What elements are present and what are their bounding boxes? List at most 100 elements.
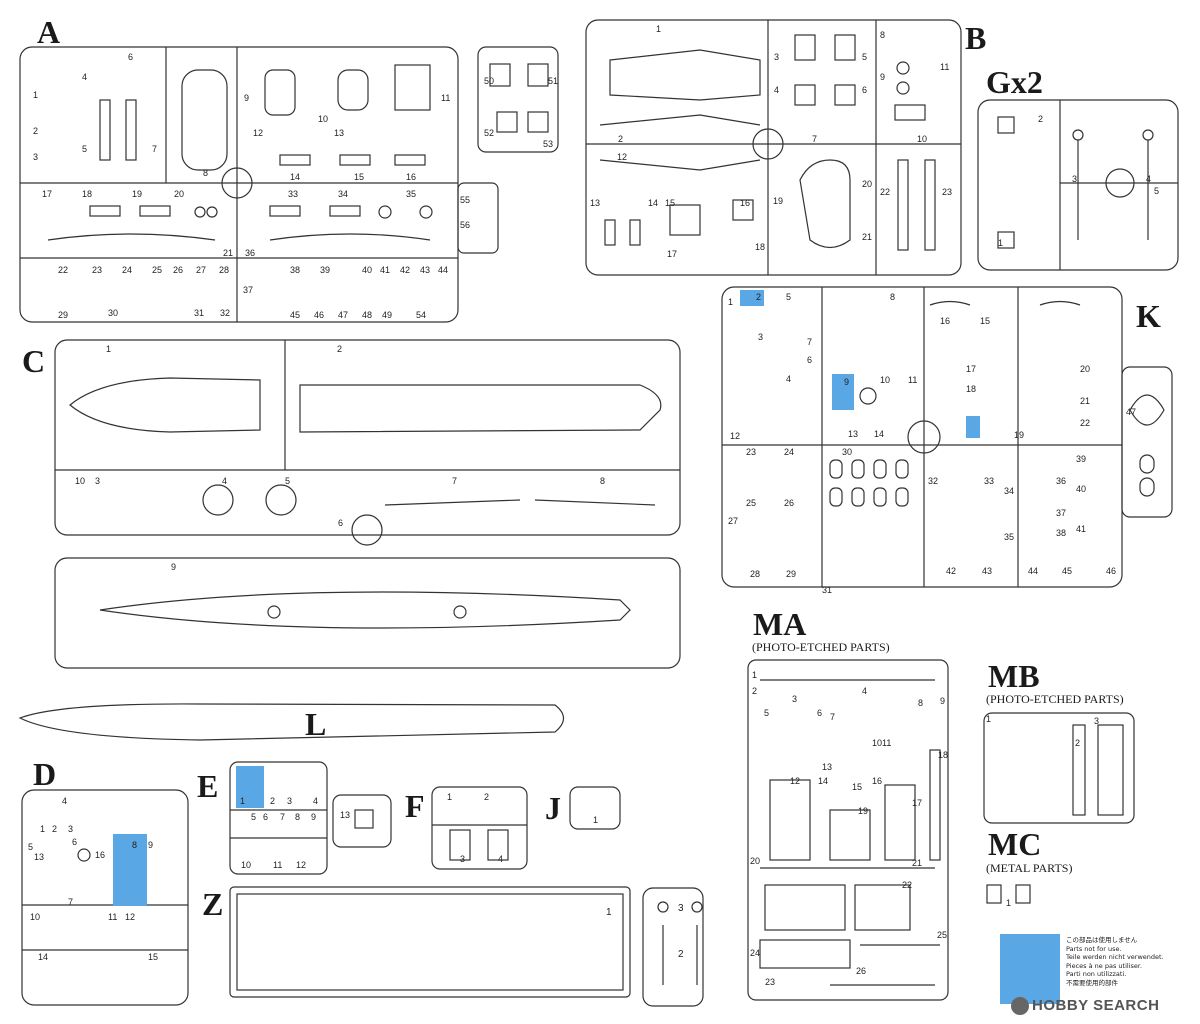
part-num-a-9: 9	[244, 93, 249, 103]
part-num-a-4: 4	[82, 72, 87, 82]
part-num-k-13: 13	[848, 429, 858, 439]
part-num-ma-20: 20	[750, 856, 760, 866]
part-num-b-2: 2	[618, 134, 623, 144]
unused-highlight-k2b	[966, 416, 980, 438]
part-num-a-35: 35	[406, 189, 416, 199]
part-num-f-2: 2	[484, 792, 489, 802]
part-num-a-42: 42	[400, 265, 410, 275]
part-num-k-29: 29	[786, 569, 796, 579]
part-num-a-45: 45	[290, 310, 300, 320]
part-num-b-5: 5	[862, 52, 867, 62]
part-num-a-3: 3	[33, 152, 38, 162]
part-num-k-12: 12	[730, 431, 740, 441]
part-num-c-4: 4	[222, 476, 227, 486]
part-num-a-13: 13	[334, 128, 344, 138]
part-num-a-38: 38	[290, 265, 300, 275]
sprue-a-frame	[19, 46, 459, 323]
part-num-g-2: 2	[1038, 114, 1043, 124]
part-num-d-16: 16	[95, 850, 105, 860]
part-num-a-37: 37	[243, 285, 253, 295]
part-num-a-6: 6	[128, 52, 133, 62]
part-num-a-33: 33	[288, 189, 298, 199]
sprue-d-frame	[21, 789, 189, 1006]
legend-line-en: Parts not for use.	[1066, 944, 1122, 953]
fret-label-mb: MB	[988, 658, 1040, 694]
part-num-k-10: 10	[880, 375, 890, 385]
part-num-b-11: 11	[940, 62, 949, 72]
legend-line-ja: この部品は使用しません	[1066, 936, 1138, 944]
part-num-ma-24: 24	[750, 948, 760, 958]
part-num-k-2: 2	[756, 292, 761, 302]
part-num-ma-17: 17	[912, 798, 922, 808]
fret-label-ma: MA	[753, 606, 807, 642]
part-num-e-11: 11	[273, 860, 282, 870]
part-num-ma-5: 5	[764, 708, 769, 718]
part-num-k-38: 38	[1056, 528, 1066, 538]
part-num-b-14: 14	[648, 198, 658, 208]
part-num-a-5: 5	[82, 144, 87, 154]
part-num-k-3: 3	[758, 332, 763, 342]
part-num-a-47: 47	[338, 310, 348, 320]
part-num-ma-16: 16	[872, 776, 882, 786]
metal-part-1a	[986, 884, 1002, 904]
sprue-c-frame	[54, 339, 681, 536]
part-num-c-3: 3	[95, 476, 100, 486]
part-num-e-1: 1	[240, 796, 245, 806]
part-num-ma-13: 13	[822, 762, 832, 772]
part-num-k-37: 37	[1056, 508, 1066, 518]
part-num-a-19: 19	[132, 189, 142, 199]
legend-line-fr: Pieces à ne pas utiliser.	[1066, 961, 1143, 970]
part-num-b-12: 12	[617, 152, 627, 162]
part-num-e-2: 2	[270, 796, 275, 806]
part-num-b-13: 13	[590, 198, 600, 208]
part-num-k-31: 31	[822, 585, 832, 595]
fret-sublabel-ma: (PHOTO-ETCHED PARTS)	[752, 640, 890, 654]
part-num-k-46: 46	[1106, 566, 1116, 576]
part-num-a-50: 50	[484, 76, 494, 86]
part-num-k-30: 30	[842, 447, 852, 457]
part-num-f-1: 1	[447, 792, 452, 802]
part-num-a-43: 43	[420, 265, 430, 275]
part-num-a-22: 22	[58, 265, 68, 275]
part-num-e-7: 7	[280, 812, 285, 822]
sprue-label-l: L	[305, 706, 327, 742]
legend-line-de: Teile werden nicht verwendet.	[1066, 953, 1164, 962]
part-num-a-17: 17	[42, 189, 52, 199]
part-num-b-8: 8	[880, 30, 885, 40]
part-num-k-11: 11	[908, 375, 917, 385]
part-num-ma-23: 23	[765, 977, 775, 987]
part-num-e-4: 4	[313, 796, 318, 806]
part-num-a-25: 25	[152, 265, 162, 275]
part-num-a-1: 1	[33, 90, 38, 100]
part-num-b-6: 6	[862, 85, 867, 95]
part-num-d-15: 15	[148, 952, 158, 962]
part-num-a-52: 52	[484, 128, 494, 138]
part-num-d-4: 4	[62, 796, 67, 806]
part-num-k-45: 45	[1062, 566, 1072, 576]
part-num-a-53: 53	[543, 139, 553, 149]
part-num-ma-25: 25	[937, 930, 947, 940]
part-num-b-17: 17	[667, 249, 677, 259]
sprue-b-frame	[585, 19, 962, 276]
sprue-e-tab	[332, 794, 392, 848]
part-num-f-4: 4	[498, 854, 503, 864]
part-num-c-2: 2	[337, 344, 342, 354]
part-num-a-55: 55	[460, 195, 470, 205]
part-num-a-20: 20	[174, 189, 184, 199]
part-num-a-26: 26	[173, 265, 183, 275]
unused-highlight-k2	[740, 290, 764, 306]
part-num-k-41: 41	[1076, 524, 1086, 534]
part-num-z-1: 1	[606, 907, 612, 918]
part-num-a-23: 23	[92, 265, 102, 275]
part-num-d-14: 14	[38, 952, 48, 962]
part-num-b-9: 9	[880, 72, 885, 82]
part-num-e-5: 5	[251, 812, 256, 822]
part-num-ma-9: 9	[940, 696, 945, 706]
part-num-ma-8: 8	[918, 698, 923, 708]
hobby-search-logo-icon	[1011, 997, 1029, 1015]
part-num-k-43: 43	[982, 566, 992, 576]
part-num-d-6: 6	[72, 837, 77, 847]
part-num-a-21: 21	[223, 248, 233, 258]
part-num-k-4: 4	[786, 374, 791, 384]
sprue-k-tab	[1121, 366, 1173, 518]
